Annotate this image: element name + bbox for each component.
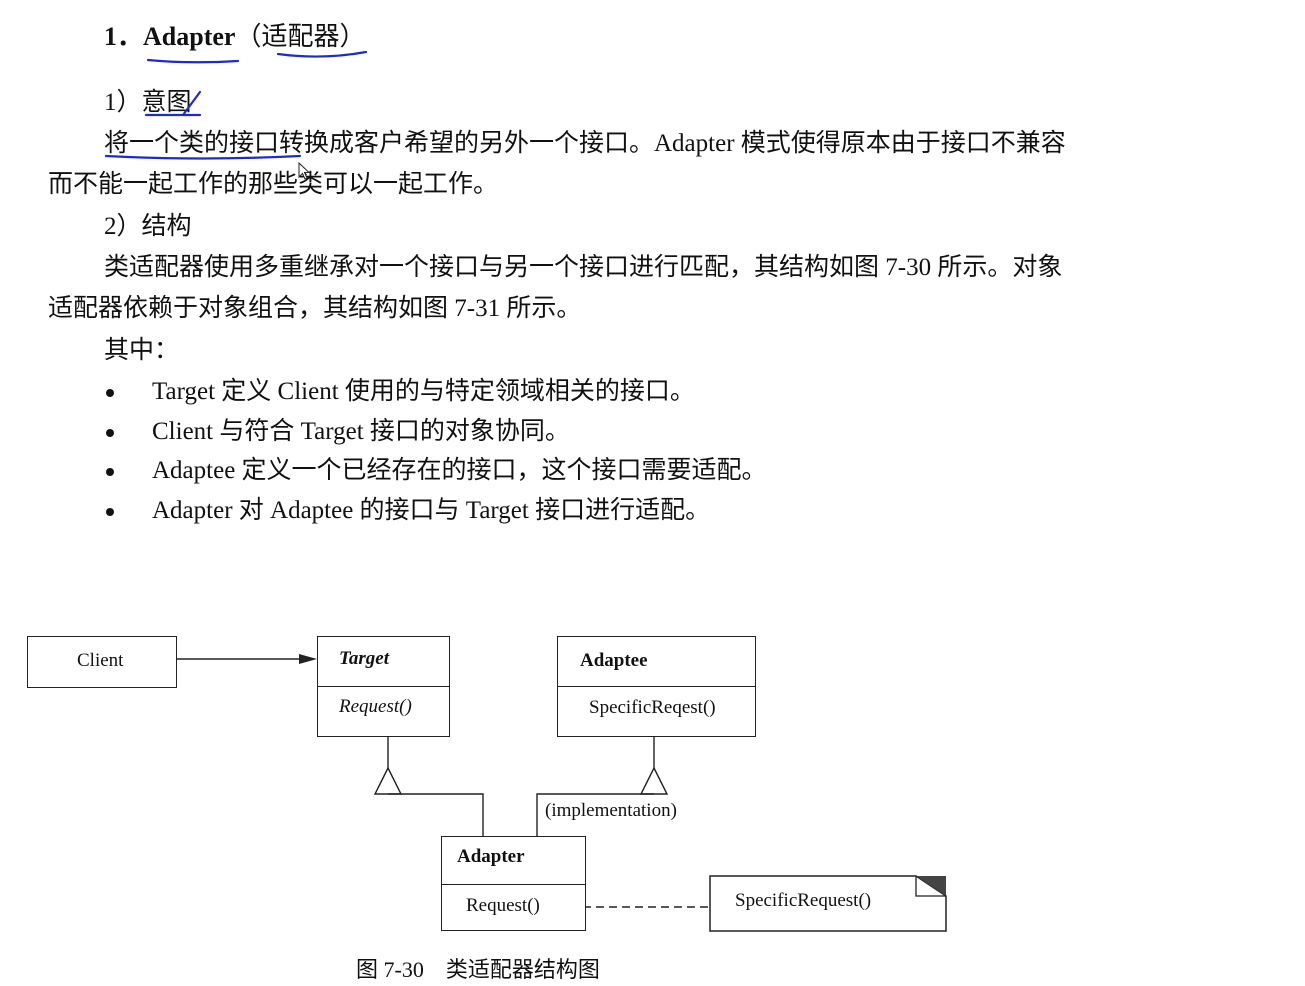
underline-shipeiqi <box>276 50 368 58</box>
target-class-name: Target <box>339 648 389 669</box>
target-class-operation: Request() <box>339 696 412 717</box>
heading-paren: （适配器） <box>235 22 366 51</box>
underline-adapter <box>146 58 240 64</box>
section-heading: 1．Adapter（适配器） <box>104 22 365 52</box>
note-specific-request: SpecificRequest() <box>735 890 872 911</box>
adapter-class-name: Adapter <box>457 846 525 867</box>
heading-number: 1． <box>104 22 144 51</box>
bullet-dot <box>106 508 114 516</box>
figure-caption: 图 7-30 类适配器结构图 <box>356 957 600 982</box>
bullet-item-client: Client 与符合 Target 接口的对象协同。 <box>152 418 570 445</box>
client-label: Client <box>77 650 124 671</box>
adaptee-class-operation: SpecificReqest() <box>589 697 716 718</box>
bullet-item-adapter: Adapter 对 Adaptee 的接口与 Target 接口进行适配。 <box>152 497 711 524</box>
bullet-item-target: Target 定义 Client 使用的与特定领域相关的接口。 <box>152 378 695 405</box>
heading-name: Adapter <box>143 22 236 51</box>
bullet-item-adaptee: Adaptee 定义一个已经存在的接口，这个接口需要适配。 <box>152 457 767 484</box>
adapter-class-box <box>441 836 586 931</box>
bullet-dot <box>106 389 114 397</box>
client-box <box>27 636 177 688</box>
adapter-class-divider <box>441 884 586 885</box>
underline-intent <box>104 154 302 160</box>
intent-title: 1）意图 <box>104 89 192 116</box>
implementation-label: (implementation) <box>545 800 677 821</box>
structure-line-1: 类适配器使用多重继承对一个接口与另一个接口进行匹配，其结构如图 7-30 所示。… <box>104 254 1063 281</box>
bullet-dot <box>106 429 114 437</box>
intent-line-1: 将一个类的接口转换成客户希望的另外一个接口。Adapter 模式使得原本由于接口… <box>104 130 1066 157</box>
adapter-class-operation: Request() <box>466 895 540 916</box>
target-class-divider <box>317 686 450 687</box>
adaptee-class-divider <box>557 686 756 687</box>
structure-title: 2）结构 <box>104 213 192 240</box>
adaptee-class-name: Adaptee <box>580 650 648 671</box>
underline-yitu <box>144 90 202 117</box>
mouse-cursor-icon <box>298 162 311 180</box>
intent-line-2: 而不能一起工作的那些类可以一起工作。 <box>48 171 499 198</box>
among-label: 其中： <box>104 337 180 364</box>
bullet-dot <box>106 468 114 476</box>
structure-line-2: 适配器依赖于对象组合，其结构如图 7-31 所示。 <box>48 295 582 322</box>
